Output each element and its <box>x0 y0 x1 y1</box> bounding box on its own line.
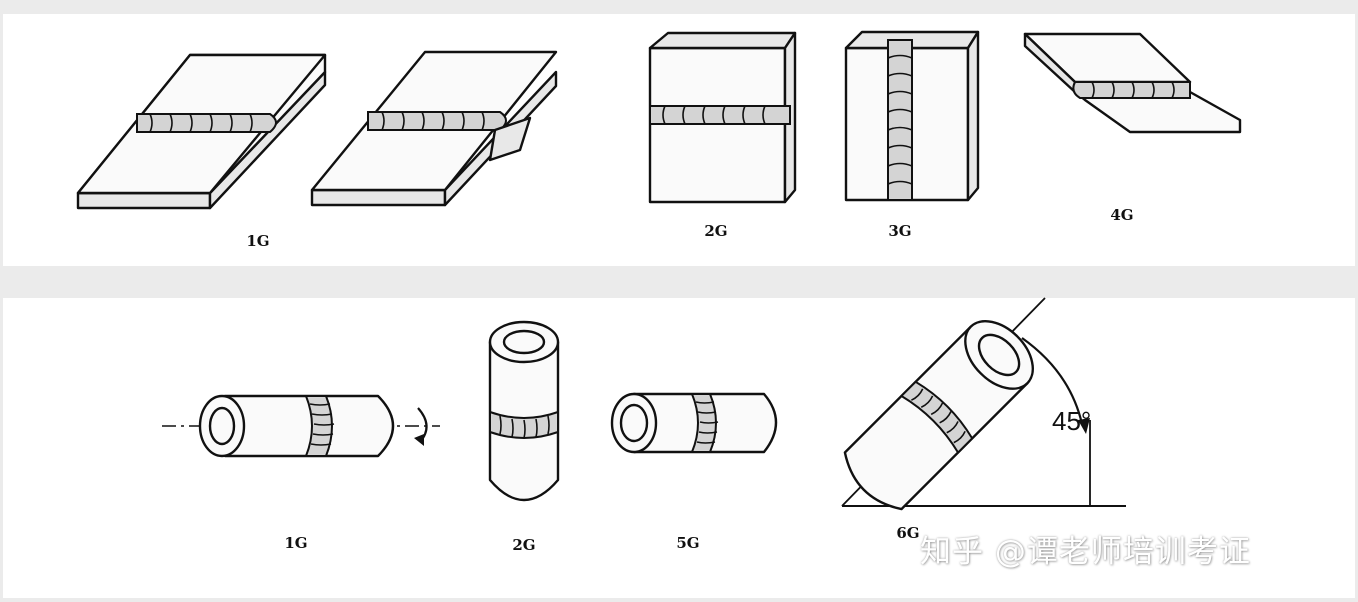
angle-45-label: 45° <box>1052 406 1092 436</box>
pipe-6g-figure <box>841 297 1126 511</box>
zhihu-watermark: 知乎 @谭老师培训考证 <box>920 534 1251 570</box>
pipe-1g-label: 1G <box>284 534 308 552</box>
plate-2g-figure <box>648 31 797 204</box>
pipe-5g-figure <box>610 392 778 454</box>
pipe-1g-figure <box>162 394 440 458</box>
plate-1g-figure-a <box>76 53 327 210</box>
pipe-6g-label: 6G <box>896 524 920 542</box>
plate-4g-figure <box>1023 32 1242 134</box>
plate-3g-figure <box>844 30 980 202</box>
plate-1g-label: 1G <box>246 232 270 250</box>
pipe-5g-label: 5G <box>676 534 700 552</box>
plate-3g-label: 3G <box>888 222 912 240</box>
pipe-2g-figure <box>488 320 560 502</box>
plate-1g-figure-b <box>310 50 558 207</box>
plate-4g-label: 4G <box>1110 206 1134 224</box>
plate-2g-label: 2G <box>704 222 728 240</box>
pipe-2g-label: 2G <box>512 536 536 554</box>
